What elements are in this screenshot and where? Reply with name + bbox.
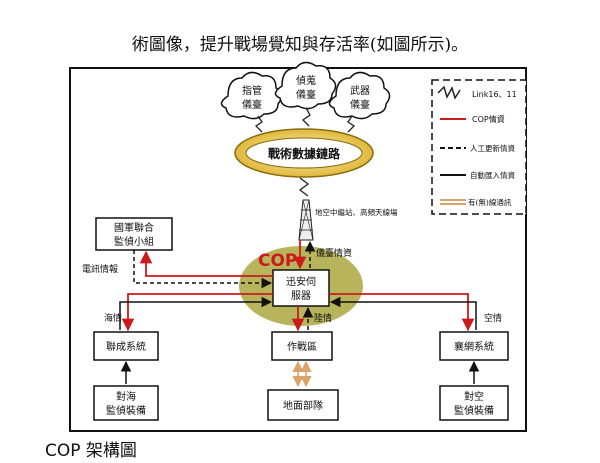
figure-caption: COP 架構圖 <box>45 441 137 461</box>
joint-surveillance-node: 國軍聯合 監偵小組 <box>95 217 173 251</box>
legend-zigzag-icon <box>437 85 461 100</box>
cop-label: COP <box>258 251 297 271</box>
cloud-label: 儀臺 <box>350 98 370 111</box>
ring-label: 戰術數據鏈路 <box>268 146 341 161</box>
node-label: 地面部隊 <box>283 399 323 412</box>
node-label: 對海 <box>116 390 136 403</box>
cloud-command: 指管 儀臺 <box>220 71 283 120</box>
header-text: 術圖像，提升戰場覺知與存活率(如圖所示)。 <box>131 35 469 55</box>
node-label: 對空 <box>464 390 484 403</box>
combat-zone-node: 作戰區 <box>271 331 333 361</box>
cloud-label: 儀臺 <box>242 98 262 111</box>
cloud-label: 偵蒐 <box>296 74 316 87</box>
legend: Link16、11 COP情資 人工更新情資 自動匯入情資 有(無)線通訊 <box>431 79 527 215</box>
flow-label-land: 陸情 <box>314 312 332 324</box>
flow-label-air: 空情 <box>484 312 502 324</box>
legend-label: 人工更新情資 <box>470 143 515 153</box>
antenna-tower-icon <box>298 199 314 241</box>
tactical-datalink-ring: 戰術數據鏈路 <box>234 128 374 178</box>
tower-label: 地空中繼站、高頻天線場 <box>315 207 398 217</box>
xiangwang-system-node: 襄網系統 <box>439 331 509 361</box>
cloud-label: 指管 <box>242 84 262 97</box>
node-label: 襄網系統 <box>454 340 494 353</box>
cloud-label: 儀臺 <box>296 88 316 101</box>
sea-sensor-node: 對海 監偵裝備 <box>93 385 159 421</box>
legend-label: Link16、11 <box>472 90 517 99</box>
node-label: 監偵裝備 <box>106 404 146 417</box>
cloud-weapons: 武器 儀臺 <box>328 71 391 120</box>
ground-forces-node: 地面部隊 <box>267 389 339 421</box>
legend-label: COP情資 <box>472 114 505 124</box>
server-node: 迅安伺 服器 <box>272 269 330 307</box>
node-label: 國軍聯合 <box>114 221 154 234</box>
link-zigzag-icon <box>301 107 311 127</box>
node-label: 聯成系統 <box>106 340 146 353</box>
cloud-surveillance: 偵蒐 儀臺 <box>274 61 337 110</box>
link-zigzag-icon <box>347 115 356 133</box>
node-label: 服器 <box>291 290 311 302</box>
legend-label: 有(無)線通訊 <box>468 197 512 207</box>
node-label: 作戰區 <box>287 341 317 353</box>
cloud-label: 武器 <box>350 84 370 97</box>
air-sensor-node: 對空 監偵裝備 <box>439 385 509 421</box>
node-label: 迅安伺 <box>286 275 316 288</box>
link-zigzag-icon <box>298 177 310 197</box>
node-label: 監偵裝備 <box>454 404 494 417</box>
flow-label-display: 儀臺情資 <box>316 247 352 259</box>
link-zigzag-icon <box>254 115 263 133</box>
legend-label: 自動匯入情資 <box>470 170 515 180</box>
lianche-system-node: 聯成系統 <box>93 331 159 361</box>
node-label: 監偵小組 <box>114 235 154 248</box>
flow-label-elec: 電訊情報 <box>82 263 118 275</box>
flow-label-sea: 海情 <box>104 312 122 324</box>
